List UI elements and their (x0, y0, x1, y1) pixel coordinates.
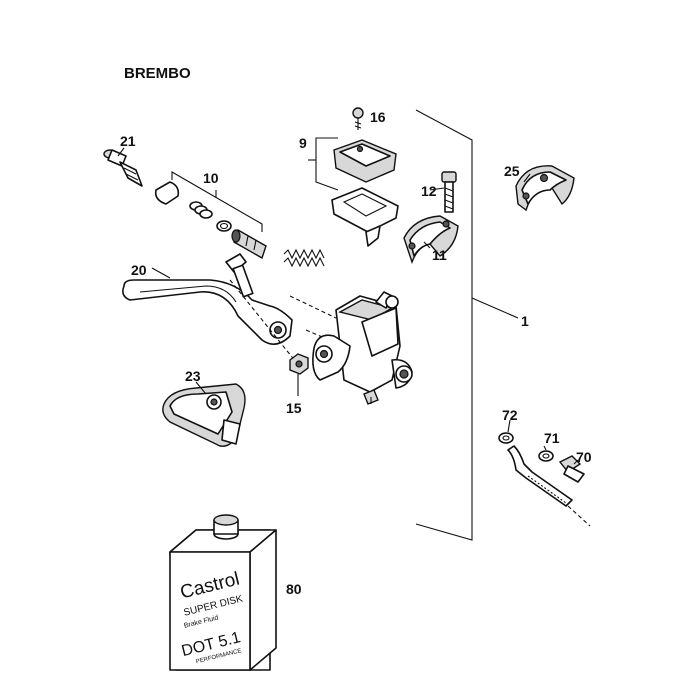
diagram-title: BREMBO (124, 65, 191, 82)
callout-15: 15 (286, 400, 302, 416)
part-10-piston-kit[interactable] (154, 171, 325, 268)
leader-lines (117, 147, 579, 465)
callout-70: 70 (576, 449, 592, 465)
part-21-bleed-screw[interactable] (103, 149, 143, 187)
brake-hose[interactable] (507, 445, 591, 527)
callout-10: 10 (203, 170, 219, 186)
part-12-bolt[interactable] (441, 171, 457, 213)
part-15-nut[interactable] (289, 353, 309, 396)
part-80-brake-fluid-can[interactable]: Castrol SUPER DISK Brake Fluid DOT 5.1 P… (169, 514, 277, 671)
part-16-screw[interactable] (352, 107, 364, 130)
callout-11: 11 (432, 247, 447, 263)
callout-20: 20 (131, 262, 147, 278)
part-70-banjo-bolt[interactable] (558, 455, 585, 483)
callout-12: 12 (421, 183, 437, 199)
part-9-reservoir-cover[interactable] (308, 137, 399, 247)
part-20-brake-lever[interactable] (122, 279, 293, 345)
callout-9: 9 (299, 135, 307, 151)
callout-71: 71 (544, 430, 560, 446)
master-cylinder-body[interactable] (312, 291, 413, 393)
callout-21: 21 (120, 133, 136, 149)
callout-80: 80 (286, 581, 302, 597)
part-23-perch[interactable] (162, 383, 246, 447)
callout-25: 25 (504, 163, 520, 179)
part-72-washer[interactable] (498, 419, 514, 444)
callout-72: 72 (502, 407, 518, 423)
part-11-clamp[interactable] (403, 215, 459, 265)
callout-16: 16 (370, 109, 386, 125)
part-71-washer[interactable] (538, 450, 554, 462)
callout-23: 23 (185, 368, 201, 384)
part-pivot-bolt[interactable] (225, 253, 337, 363)
callout-1: 1 (521, 313, 529, 329)
part-25-clamp[interactable] (515, 165, 575, 212)
assembly-bracket-1 (415, 109, 519, 541)
switch-screw[interactable] (363, 389, 379, 405)
